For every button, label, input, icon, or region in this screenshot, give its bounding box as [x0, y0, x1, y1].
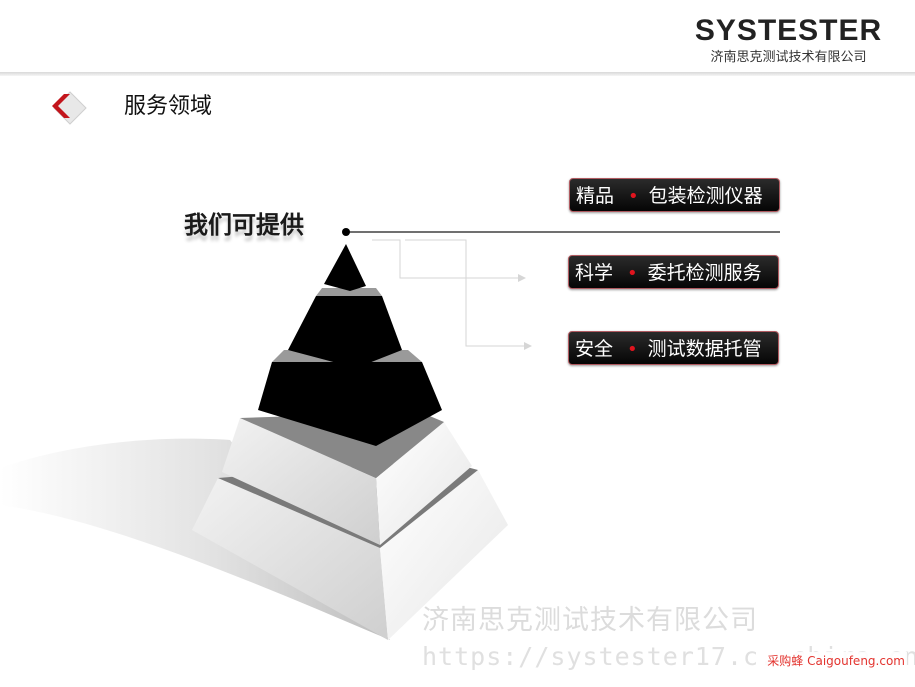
service-item: 测试数据托管	[647, 338, 762, 360]
connector-arrow-third	[524, 342, 532, 350]
pyramid-apex	[324, 244, 366, 291]
service-category: 科学	[575, 262, 614, 284]
connector-line-second	[372, 239, 518, 279]
connector-line-third	[405, 239, 524, 347]
connector-dot	[342, 228, 350, 236]
logo-brand: SYSTESTER	[694, 14, 883, 47]
pyramid-tier-bottom-left	[192, 478, 388, 640]
credit-link[interactable]: 采购蜂 Caigoufeng.com	[765, 652, 907, 669]
service-box-security: 安全 • 测试数据托管	[568, 331, 779, 365]
pyramid-shadow	[0, 438, 390, 640]
pyramid-tier-third-front	[258, 362, 442, 446]
service-box-science: 科学 • 委托检测服务	[568, 255, 779, 289]
pyramid-tier-second-left	[222, 418, 380, 545]
service-item: 委托检测服务	[647, 262, 762, 284]
chevron-left-icon	[52, 91, 87, 125]
bullet-dot-icon: •	[627, 339, 638, 360]
watermark-company: 济南思克测试技术有限公司	[422, 605, 758, 636]
section-title: 服务领域	[124, 94, 213, 119]
bullet-dot-icon: •	[627, 263, 638, 284]
service-box-precision: 精品 • 包装检测仪器	[569, 178, 780, 212]
provide-title: 我们可提供	[184, 210, 304, 239]
connector-arrow-second	[518, 274, 526, 282]
bullet-dot-icon: •	[628, 186, 639, 207]
header-divider	[0, 72, 915, 76]
service-category: 精品	[576, 185, 615, 207]
pyramid-tier-fourth-front	[288, 296, 402, 368]
service-item: 包装检测仪器	[648, 185, 763, 207]
pyramid-tier-bottom-right	[380, 470, 508, 640]
pyramid-tier-fourth-top	[316, 288, 382, 296]
service-category: 安全	[575, 338, 614, 360]
logo-company-name: 济南思克测试技术有限公司	[710, 50, 867, 65]
pyramid-tier-second-right	[376, 422, 472, 545]
company-logo: SYSTESTER 济南思克测试技术有限公司	[676, 14, 901, 66]
